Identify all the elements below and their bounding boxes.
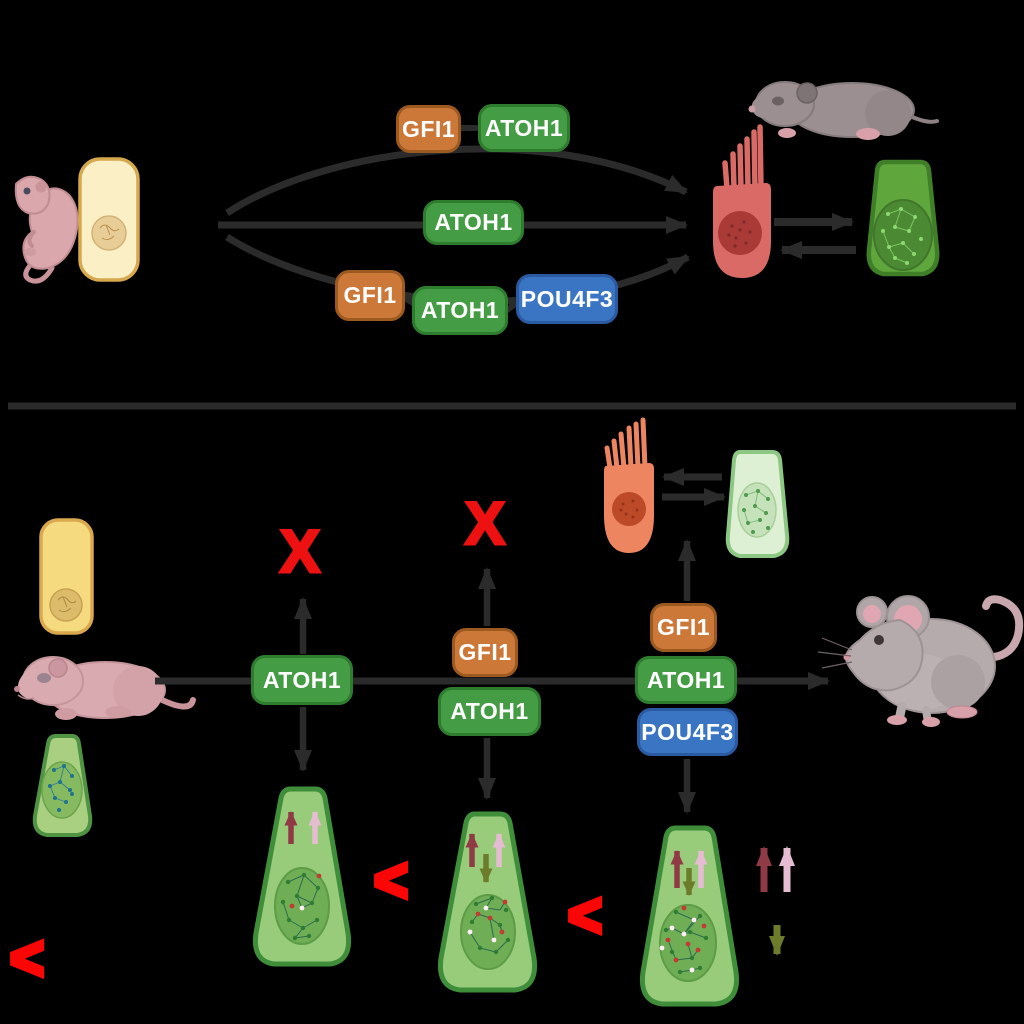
gene-box-atoh1-col1: ATOH1 bbox=[251, 655, 353, 705]
supporting-cell-icon bbox=[866, 159, 940, 277]
gene-box-atoh1-route3: ATOH1 bbox=[412, 286, 508, 335]
gene-box-pou4f3-route3: POU4F3 bbox=[516, 274, 618, 324]
compare-less-than-col1: < bbox=[372, 846, 411, 915]
blocked-x-mark-col2: X bbox=[463, 490, 506, 557]
compare-less-than-col2: < bbox=[566, 881, 605, 950]
converted-cell-1-icon bbox=[252, 786, 352, 967]
newborn-mouse-gray-icon bbox=[748, 81, 939, 140]
converted-cell-3-icon bbox=[639, 825, 740, 1007]
supporting-cell-pale-icon bbox=[725, 450, 790, 558]
gene-box-gfi1-col2: GFI1 bbox=[452, 628, 518, 677]
newborn-mouse-pink-icon bbox=[14, 175, 79, 284]
blocked-x-mark-col1: X bbox=[278, 518, 321, 585]
gene-box-atoh1-col2: ATOH1 bbox=[438, 687, 541, 736]
gene-box-gfi1-col3: GFI1 bbox=[650, 603, 717, 652]
converted-cell-2-icon bbox=[437, 811, 538, 993]
progenitor-cell-gold-icon bbox=[39, 518, 94, 635]
gene-box-gfi1-route1: GFI1 bbox=[396, 105, 461, 153]
hair-cell-icon bbox=[713, 124, 771, 278]
gene-box-atoh1-route2: ATOH1 bbox=[423, 200, 524, 245]
conversion-arrows bbox=[774, 213, 856, 259]
progenitor-cell-icon bbox=[78, 157, 140, 282]
adult-mouse-icon bbox=[817, 595, 1024, 727]
legend-arrows bbox=[756, 846, 795, 956]
pair-conversion-arrows bbox=[662, 468, 726, 506]
gene-box-atoh1-route1: ATOH1 bbox=[478, 104, 570, 152]
hair-cell-orange-icon bbox=[604, 417, 654, 553]
supporting-cell-native-icon bbox=[32, 734, 93, 837]
gene-box-gfi1-route3: GFI1 bbox=[335, 270, 405, 321]
gene-box-pou4f3-col3: POU4F3 bbox=[637, 708, 738, 756]
gene-box-atoh1-col3: ATOH1 bbox=[635, 656, 737, 704]
compare-less-than-left: < bbox=[8, 924, 47, 993]
newborn-mouse-pink-large-icon bbox=[14, 656, 196, 720]
